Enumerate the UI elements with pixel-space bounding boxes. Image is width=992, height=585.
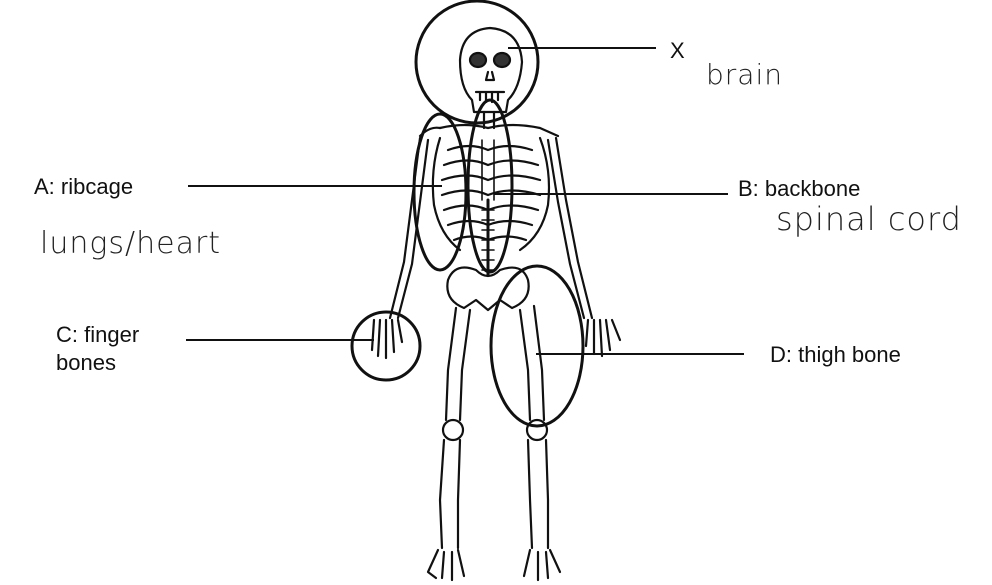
- answer-lungs-heart: lungs/heart: [40, 226, 221, 261]
- ellipse-backbone: [468, 100, 512, 272]
- label-a-ribcage: A: ribcage: [34, 174, 133, 200]
- feet: [428, 550, 560, 580]
- label-x: X: [670, 38, 685, 64]
- label-b-backbone: B: backbone: [738, 176, 860, 202]
- answer-spinal-cord: spinal cord: [776, 200, 962, 238]
- label-d-thigh-bone: D: thigh bone: [770, 342, 901, 368]
- label-c-line2: bones: [56, 350, 116, 376]
- ellipse-thigh: [491, 266, 583, 426]
- answer-brain: brain: [706, 58, 783, 91]
- label-c-line1: C: finger: [56, 322, 139, 348]
